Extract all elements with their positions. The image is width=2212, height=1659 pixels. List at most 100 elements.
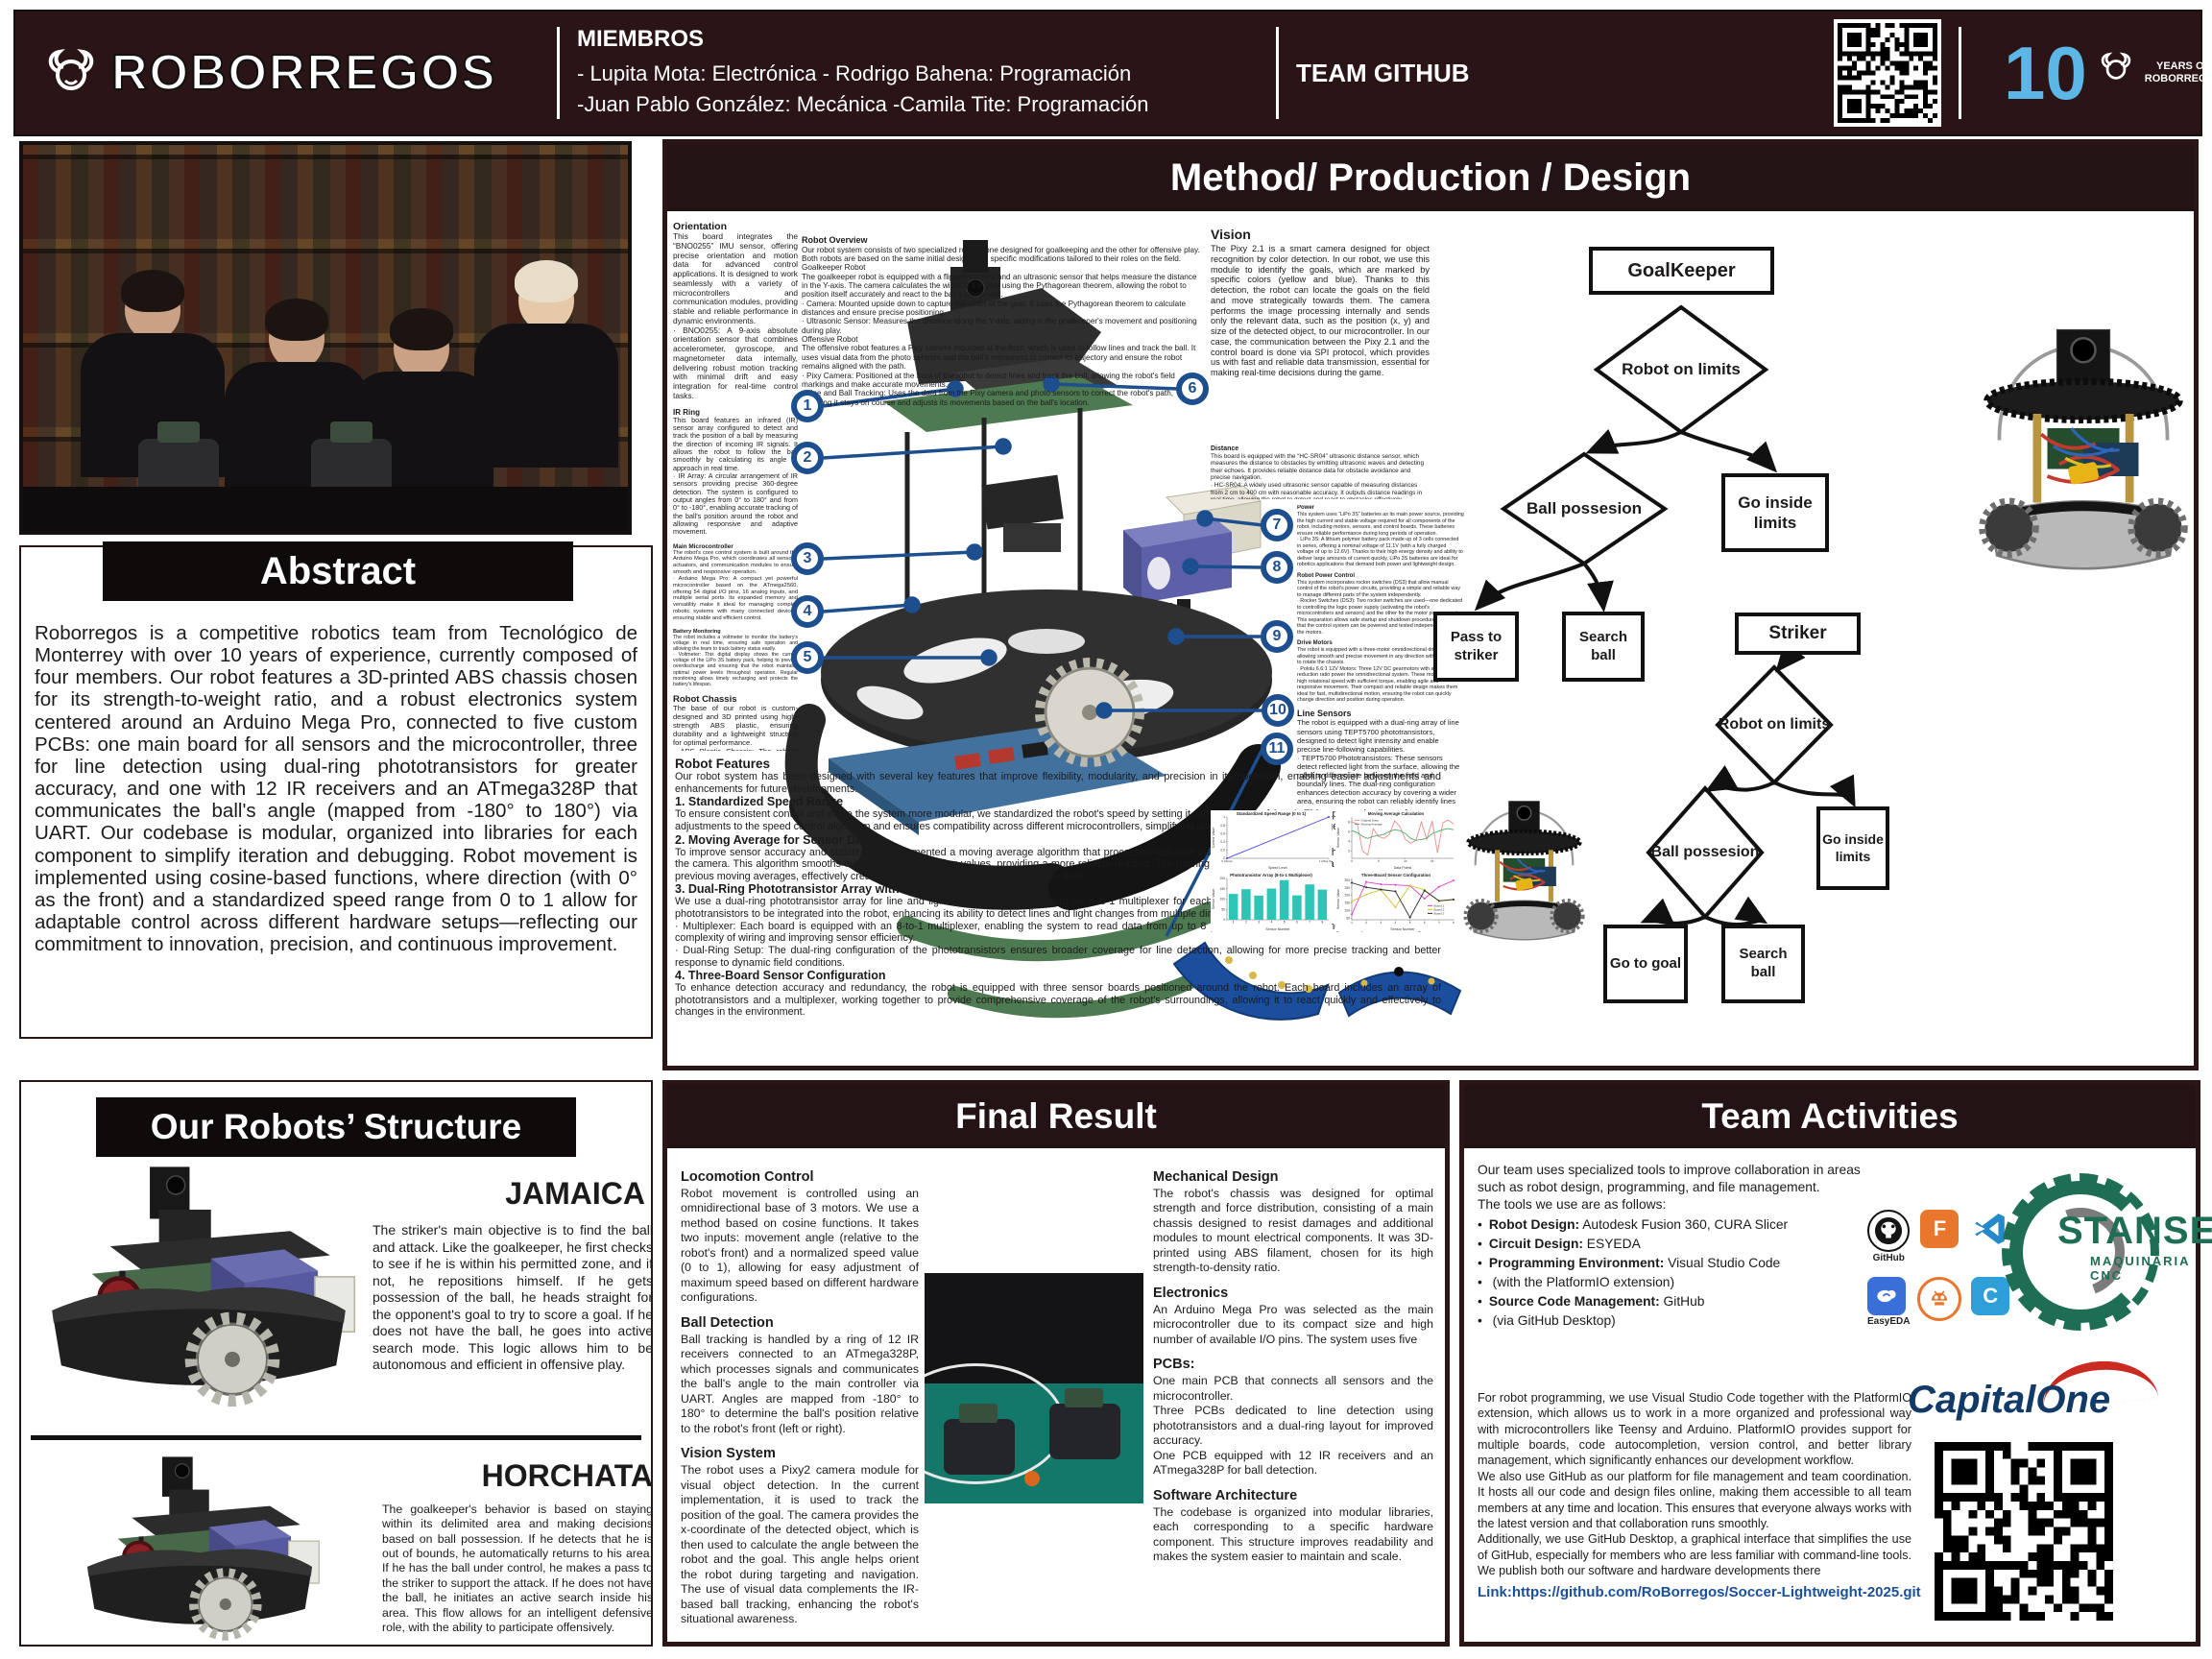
method-title: Method/ Production / Design	[667, 144, 2194, 211]
callout-4: 4	[791, 595, 824, 628]
ram-icon	[2095, 47, 2137, 99]
st-robot-on-limits-decision: Robot on limits	[1718, 716, 1831, 733]
stanser-gear-icon	[2002, 1173, 2159, 1331]
feature-4-heading: 4. Three-Board Sensor Configuration	[675, 969, 886, 983]
svg-text:100: 100	[1219, 898, 1225, 902]
method-left-column: Orientation This board integrates the “B…	[673, 221, 798, 751]
svg-text:7: 7	[1309, 921, 1310, 925]
jamaica-robot-render	[31, 1164, 367, 1408]
ball-detection-body: Ball tracking is handled by a ring of 12…	[681, 1332, 919, 1435]
main-microcontroller-body: The robot's core control system is built…	[673, 549, 798, 621]
feature-4-body: To enhance detection accuracy and redund…	[675, 982, 1441, 1019]
striker-flowchart-title: Striker	[1735, 613, 1861, 655]
speed-range-chart: Standardized Speed Range (0 to 1)Control…	[1211, 810, 1332, 870]
poster-header: ROBORREGOS MIEMBROS - Lupita Mota: Elect…	[13, 10, 2212, 136]
team-photo	[19, 141, 632, 535]
robot-overview-body: Our robot system consists of two special…	[802, 245, 1200, 407]
pcbs-heading: PCBs:	[1153, 1357, 1195, 1373]
svg-text:2: 2	[1365, 921, 1367, 925]
distance-block: Distance This board is equipped with the…	[1211, 438, 1428, 499]
table	[23, 487, 628, 531]
svg-text:Sensor Number: Sensor Number	[1265, 927, 1290, 931]
ram-icon	[48, 48, 94, 90]
svg-text:3: 3	[1380, 921, 1382, 925]
svg-text:5: 5	[1284, 921, 1286, 925]
ball-detection-heading: Ball Detection	[681, 1314, 774, 1331]
svg-text:Speed Level: Speed Level	[1268, 866, 1287, 870]
cura-icon: C	[1971, 1277, 2010, 1315]
horchata-robot-render	[36, 1455, 363, 1642]
svg-text:0.8: 0.8	[1220, 824, 1225, 828]
svg-text:1: 1	[1351, 921, 1353, 925]
capital-one-text: CapitalOne	[1908, 1379, 2111, 1421]
robot-features-intro: Our robot system has been designed with …	[675, 771, 1441, 795]
final-result-section: Final Result Locomotion Control Robot mo…	[662, 1080, 1450, 1647]
pcb-arc-boards	[1172, 941, 1462, 1021]
pcbs-p1: One main PCB that connects all sensors a…	[1153, 1374, 1433, 1403]
team-activities-intro: Our team uses specialized tools to impro…	[1478, 1163, 1861, 1212]
svg-text:2: 2	[1245, 921, 1247, 925]
team-activities-title: Team Activities	[1464, 1085, 2196, 1148]
final-result-right-column: Mechanical Design The robot's chassis wa…	[1153, 1160, 1433, 1634]
members-line-2: -Juan Pablo González: Mecánica -Camila T…	[577, 92, 1149, 116]
callout-9: 9	[1261, 620, 1293, 653]
callout-1: 1	[791, 390, 824, 422]
orientation-heading: Orientation	[673, 221, 728, 232]
vision-block: Vision The Pixy 2.1 is a smart camera de…	[1211, 227, 1430, 434]
main-microcontroller-heading: Main Microcontroller	[673, 542, 733, 550]
team-para-1: For robot programming, we use Visual Stu…	[1478, 1391, 1911, 1468]
svg-text:5: 5	[1409, 921, 1411, 925]
method-notes-column: Power This system uses “LiPo 3S” batteri…	[1297, 505, 1464, 805]
line-sensors-note: Line Sensors The robot is equipped with …	[1297, 708, 1460, 805]
svg-text:Sensor Value: Sensor Value	[1212, 889, 1215, 909]
logo-text: ROBORREGOS	[110, 44, 497, 102]
svg-text:Sensor Value: Sensor Value	[1336, 889, 1340, 909]
capital-one-logo: CapitalOne	[1898, 1357, 2196, 1438]
members-line-1: - Lupita Mota: Electrónica - Rodrigo Bah…	[577, 61, 1132, 86]
svg-text:8: 8	[1348, 820, 1350, 824]
feature-1-heading: 1. Standardized Speed Range	[675, 795, 844, 809]
vision-system-body: The robot uses a Pixy2 camera module for…	[681, 1463, 919, 1626]
team-member-photo	[474, 260, 618, 468]
header-divider	[557, 27, 560, 119]
svg-text:4: 4	[1348, 839, 1350, 843]
jamaica-name: JAMAICA	[505, 1176, 645, 1211]
team-para-3: Additionally, we use GitHub Desktop, a g…	[1478, 1532, 1911, 1577]
svg-text:6: 6	[1348, 830, 1350, 833]
mechanical-design-body: The robot's chassis was designed for opt…	[1153, 1187, 1433, 1275]
svg-text:Moving Average: Moving Average	[1361, 823, 1382, 827]
callout-7: 7	[1261, 509, 1293, 541]
gk-ball-possession-decision: Ball possesion	[1527, 499, 1642, 518]
members-block: MIEMBROS - Lupita Mota: Electrónica - Ro…	[577, 26, 1259, 120]
github-qr-code	[1834, 19, 1941, 127]
exploded-robot-diagram	[784, 240, 1281, 1019]
roborregos-logo: ROBORREGOS	[15, 42, 540, 104]
gk-go-inside-limits-box: Go inside limits	[1721, 473, 1829, 552]
callout-2: 2	[791, 442, 824, 474]
orientation-body: This board integrates the “BNO0255” IMU …	[673, 231, 798, 400]
team-github-label: TEAM GITHUB	[1296, 58, 1470, 87]
goalkeeper-robot-photo	[1466, 802, 1583, 940]
header-divider	[1276, 27, 1279, 119]
final-result-left-column: Locomotion Control Robot movement is con…	[681, 1160, 919, 1634]
svg-text:300: 300	[1344, 878, 1350, 882]
svg-text:250: 250	[1344, 886, 1350, 890]
pcbs-p3: One PCB equipped with 12 IR receivers an…	[1153, 1448, 1433, 1478]
easyeda-caption: EasyEDA	[1867, 1316, 1911, 1327]
st-ball-possession-decision: Ball possesion	[1650, 844, 1760, 860]
svg-text:Original Data: Original Data	[1361, 819, 1379, 823]
svg-text:4: 4	[1270, 921, 1272, 925]
robot-chassis-heading: Robot Chassis	[673, 693, 737, 705]
st-go-to-goal-box: Go to goal	[1603, 925, 1688, 1003]
svg-text:4: 4	[1395, 921, 1397, 925]
svg-text:200: 200	[1219, 877, 1225, 880]
robot-chassis-body: The base of our robot is custom-designed…	[673, 703, 798, 751]
stanser-logo: STANSER MAQUINARIA CNC	[2002, 1173, 2212, 1365]
robots-on-field-photo	[925, 1273, 1143, 1503]
tool-item: (via GitHub Desktop)	[1478, 1311, 1875, 1331]
ir-ring-heading: IR Ring	[673, 407, 700, 417]
ten-years-logo: 10 YEARS OF ROBORREGOS	[2004, 36, 2212, 110]
callout-11: 11	[1261, 733, 1293, 765]
github-repo-link[interactable]: Link:https://github.com/RoBorregos/Socce…	[1478, 1584, 1921, 1600]
jamaica-body: The striker's main objective is to find …	[373, 1222, 653, 1372]
